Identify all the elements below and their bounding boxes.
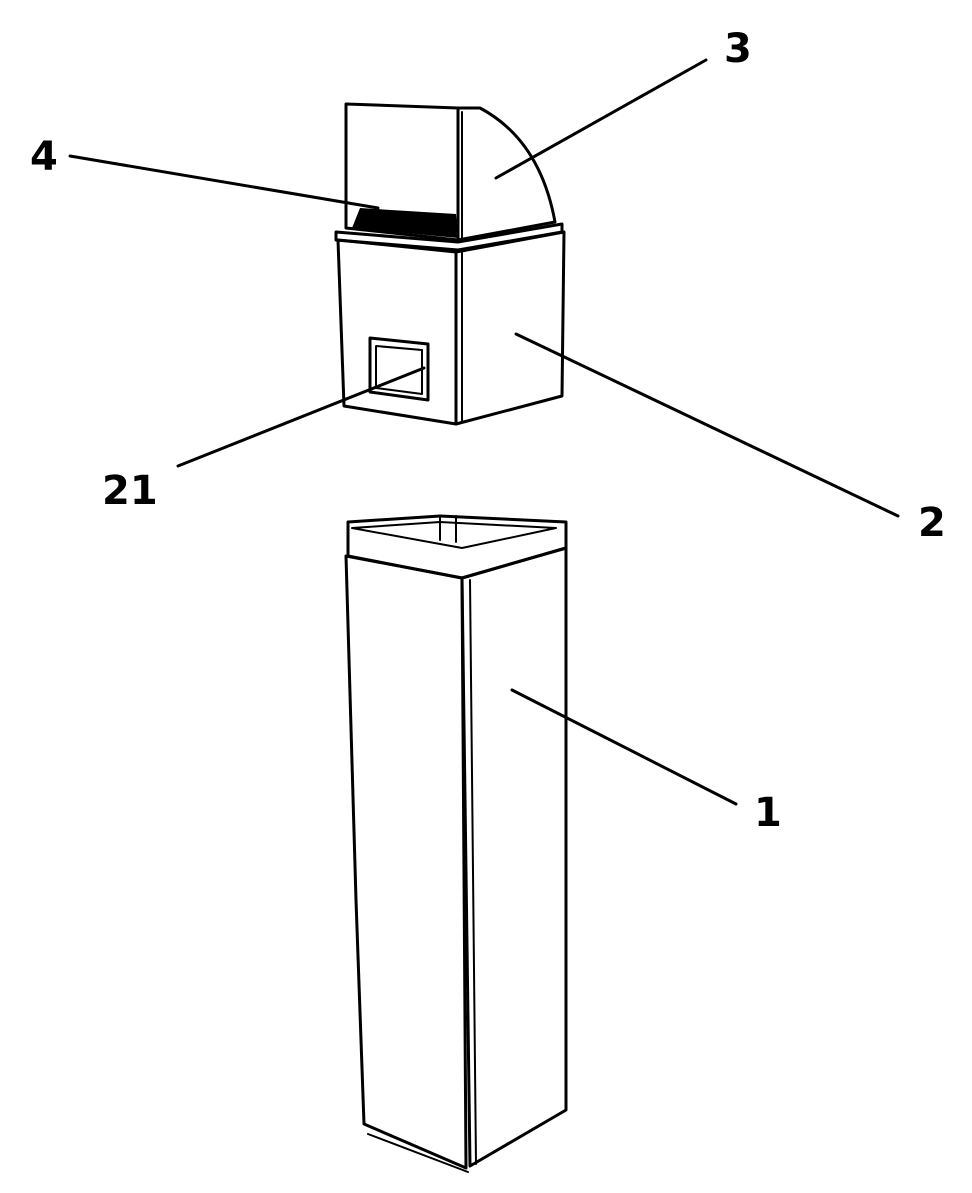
part-2-housing [334,222,566,426]
label-21: 21 [102,468,158,514]
leader-1 [510,688,738,806]
label-2: 2 [918,500,946,546]
part-1-column [344,514,568,1173]
leader-2 [514,332,900,518]
part-4-strip [352,208,458,238]
label-3: 3 [724,26,752,72]
leader-3 [494,58,708,180]
leader-4 [68,154,380,210]
leader-21 [176,366,426,468]
part-21-window [368,336,430,402]
part-3-cover [344,102,557,242]
leader-lines [68,58,900,806]
label-4: 4 [30,134,58,180]
label-1: 1 [754,790,782,836]
